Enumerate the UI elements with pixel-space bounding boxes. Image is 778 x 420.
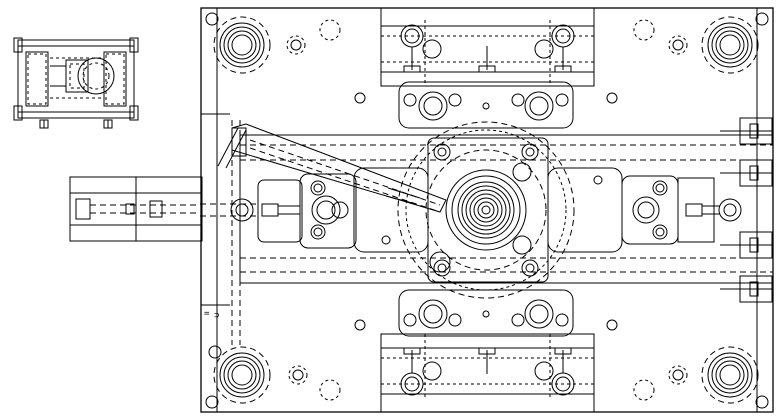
sprue-bushing-icon xyxy=(477,201,495,219)
left-edge-marks: = ⊃ xyxy=(204,309,219,321)
plate-holes xyxy=(319,19,655,401)
cavity-outer-circle xyxy=(397,121,575,299)
right-slide-unit xyxy=(621,175,742,245)
side-cylinder-housing xyxy=(69,176,203,242)
thumbnail-side-view xyxy=(13,37,139,129)
socket-head-bolt-icon xyxy=(433,143,451,161)
edge-mark-1: = xyxy=(204,309,210,319)
guide-pillar-bottom-right xyxy=(668,346,769,409)
upper-locating-block xyxy=(398,81,574,129)
concentric-circle-icon xyxy=(219,22,265,68)
guide-pillar-top-left xyxy=(205,12,306,74)
edge-mark-2: ⊃ xyxy=(214,311,219,321)
guide-pillar-bottom-left xyxy=(205,345,308,409)
right-edge-bolts xyxy=(720,117,773,303)
angled-slider xyxy=(217,123,447,213)
lower-locating-block xyxy=(398,289,574,337)
bottom-clamp-block xyxy=(380,333,595,413)
top-clamp-block xyxy=(380,7,595,87)
guide-pillar-top-right xyxy=(668,12,769,74)
central-cavity-assembly xyxy=(353,121,623,299)
left-slide-unit xyxy=(200,173,357,249)
